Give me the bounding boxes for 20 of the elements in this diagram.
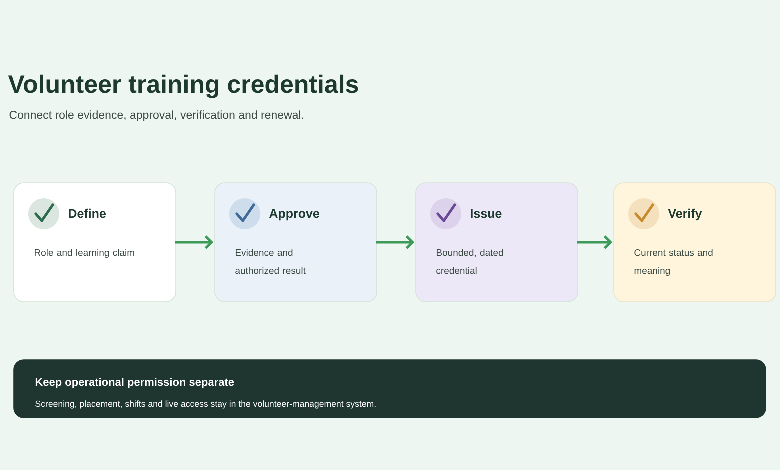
note-panel <box>14 360 766 418</box>
card-description: Bounded, dated credential <box>436 249 504 274</box>
subtitle: Connect role evidence, approval, verification and renewal. <box>10 110 304 122</box>
card-title: Verify <box>668 208 702 221</box>
step-card <box>14 182 176 302</box>
arrow <box>376 236 415 250</box>
arrow <box>577 236 613 250</box>
card-description: Current status and meaning <box>634 249 713 276</box>
panel-heading: Keep operational permission separate <box>36 378 234 388</box>
card-title: Approve <box>270 209 320 221</box>
card-description: Role and learning claim <box>35 249 134 258</box>
card-title: Issue <box>471 209 502 218</box>
title: Volunteer training credentials <box>8 74 358 98</box>
step-card <box>614 182 776 302</box>
arrow <box>175 236 214 250</box>
step-card <box>416 182 578 302</box>
card-title: Define <box>69 208 106 218</box>
step-card <box>214 182 378 302</box>
panel-text: Screening, placement, shifts and live access stay in the volunteer-management system. <box>36 400 376 409</box>
card-description: Evidence and authorized result <box>236 249 306 274</box>
